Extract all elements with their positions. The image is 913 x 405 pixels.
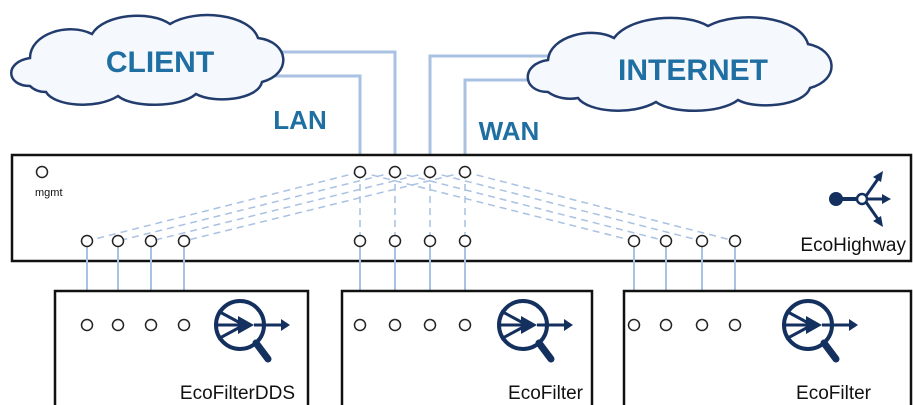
filter1-port-1 xyxy=(80,318,94,332)
top-port-wan-2 xyxy=(458,165,472,179)
dash-map-1 xyxy=(86,171,361,242)
client-cloud: CLIENT xyxy=(10,13,285,106)
bottom-port-7 xyxy=(423,234,437,248)
eco-filter-magnifier-icon xyxy=(782,299,858,363)
mgmt-port xyxy=(35,165,49,179)
filter2-port-3 xyxy=(423,318,437,332)
filter-box-1 xyxy=(53,289,310,405)
ecohighway-ports xyxy=(35,165,742,248)
filter-2-label: EcoFilter xyxy=(508,383,584,404)
dash-map-4 xyxy=(183,171,466,242)
top-port-lan-2 xyxy=(388,165,402,179)
client-cloud-shape xyxy=(10,13,285,106)
bottom-port-12 xyxy=(728,234,742,248)
filter-device-2: EcoFilter xyxy=(340,289,594,405)
filter2-port-4 xyxy=(458,318,472,332)
bottom-port-4 xyxy=(177,234,191,248)
eco-highway-fork-icon xyxy=(829,171,891,227)
client-link-1 xyxy=(262,50,397,172)
bottom-port-9 xyxy=(627,234,641,248)
dash-map-11 xyxy=(429,171,703,242)
top-port-wan-1 xyxy=(423,165,437,179)
filter3-port-2 xyxy=(659,318,673,332)
client-label: CLIENT xyxy=(106,46,214,79)
filter-device-3: EcoFilter xyxy=(622,289,913,405)
bottom-port-6 xyxy=(388,234,402,248)
internet-label: INTERNET xyxy=(618,54,768,87)
eco-filter-magnifier-icon xyxy=(214,299,290,363)
eco-filter-magnifier-icon xyxy=(497,299,573,363)
bottom-port-8 xyxy=(458,234,472,248)
filter1-port-3 xyxy=(144,318,158,332)
filter2-port-1 xyxy=(353,318,367,332)
filter1-port-4 xyxy=(177,318,191,332)
lan-label: LAN xyxy=(273,105,326,135)
bottom-port-2 xyxy=(111,234,125,248)
mgmt-label: mgmt xyxy=(35,187,63,199)
dash-map-12 xyxy=(464,171,736,242)
bottom-port-5 xyxy=(353,234,367,248)
bottom-port-3 xyxy=(144,234,158,248)
filter1-port-2 xyxy=(111,318,125,332)
filter-box-2 xyxy=(340,289,594,405)
filter-box-3 xyxy=(622,289,913,405)
uplink-lines xyxy=(262,50,555,172)
filter2-port-2 xyxy=(388,318,402,332)
internet-link-2 xyxy=(463,78,540,172)
dash-map-10 xyxy=(394,171,667,242)
top-port-lan-1 xyxy=(353,165,367,179)
wan-label: WAN xyxy=(479,116,540,146)
internet-cloud: INTERNET xyxy=(526,16,833,112)
internet-cloud-shape xyxy=(526,16,833,112)
bottom-port-10 xyxy=(659,234,673,248)
filter-1-label: EcoFilterDDS xyxy=(180,383,295,404)
filter3-port-3 xyxy=(695,318,709,332)
internet-link-1 xyxy=(428,54,555,172)
filter3-port-4 xyxy=(728,318,742,332)
filter-device-1: EcoFilterDDS xyxy=(53,289,310,405)
ecohighway-label: EcoHighway xyxy=(800,235,906,256)
filter-3-label: EcoFilter xyxy=(796,383,872,404)
dashed-mappings xyxy=(86,171,736,242)
bottom-port-11 xyxy=(695,234,709,248)
client-link-2 xyxy=(262,74,362,172)
filter3-port-1 xyxy=(627,318,641,332)
bottom-port-1 xyxy=(80,234,94,248)
